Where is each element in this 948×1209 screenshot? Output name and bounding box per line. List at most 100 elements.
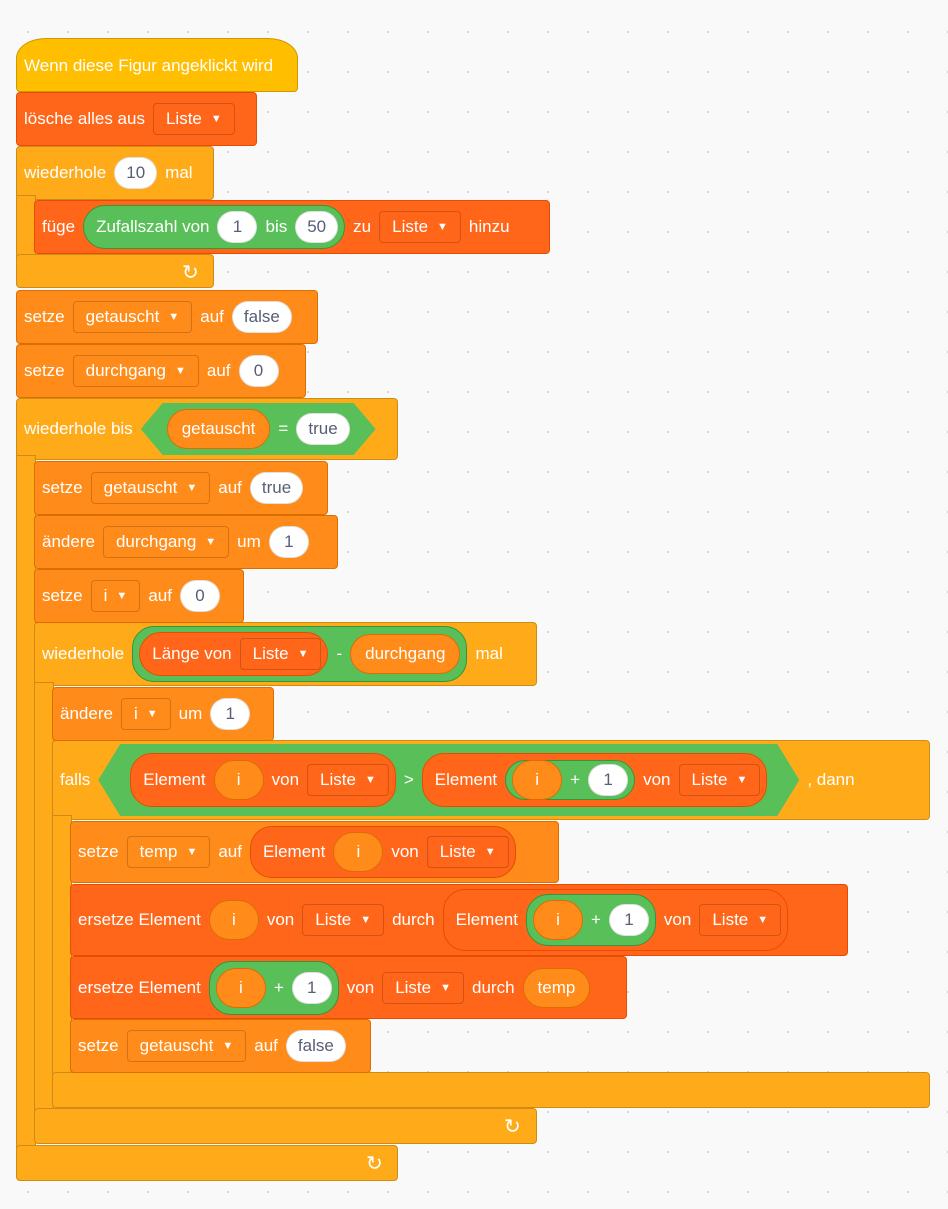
minus-operator: -: [336, 644, 343, 663]
value-input[interactable]: false: [231, 301, 292, 333]
equals-operator: =: [278, 419, 289, 438]
temp-reporter[interactable]: temp: [522, 967, 591, 1008]
delete-all-label: lösche alles aus: [24, 109, 145, 128]
variable-dropdown[interactable]: getauscht▼: [72, 301, 193, 333]
getauscht-reporter[interactable]: getauscht: [167, 409, 271, 449]
set-label: setze: [24, 361, 65, 380]
value-input[interactable]: 1: [210, 698, 251, 730]
if-label: falls: [60, 770, 91, 789]
list-dropdown[interactable]: Liste▼: [239, 638, 322, 670]
add-reporter[interactable]: i + 1: [505, 760, 635, 800]
durchgang-reporter[interactable]: durchgang: [350, 634, 461, 674]
value-input[interactable]: false: [285, 1030, 346, 1062]
i-reporter[interactable]: i: [208, 900, 259, 940]
variable-dropdown[interactable]: durchgang ▼: [102, 526, 230, 558]
variable-dropdown[interactable]: getauscht▼: [90, 472, 211, 504]
random-label: Zufallszahl von: [96, 217, 210, 236]
random-to-label: bis: [265, 217, 288, 236]
dropdown-arrow-icon: ▼: [210, 113, 222, 125]
value-input[interactable]: 1: [268, 526, 309, 558]
variable-dropdown[interactable]: i▼: [90, 580, 141, 612]
subtract-reporter[interactable]: Länge von Liste▼ - durchgang: [132, 626, 468, 682]
list-dropdown[interactable]: Liste ▼: [382, 971, 465, 1004]
repeat-length-content: wiederhole Länge von Liste▼ - durchgang …: [34, 622, 511, 686]
variable-dropdown[interactable]: getauscht▼: [126, 1030, 247, 1062]
item-label: Element: [143, 770, 206, 789]
event-hat-block[interactable]: [16, 38, 298, 92]
times-label: mal: [475, 644, 503, 663]
random-to-input[interactable]: 50: [295, 211, 339, 243]
i-reporter[interactable]: i: [214, 760, 264, 800]
number-input[interactable]: 1: [608, 904, 649, 936]
delete-all-content: lösche alles aus Liste ▼: [16, 92, 243, 146]
repeat-until-foot: [16, 1145, 398, 1181]
value-input[interactable]: 0: [238, 355, 279, 387]
variable-name: getauscht: [103, 478, 178, 497]
list-name: Liste: [165, 109, 202, 128]
set-label: setze: [78, 842, 119, 861]
of-label: von: [663, 910, 692, 929]
list-dropdown[interactable]: Liste▼: [679, 764, 761, 796]
variable-name: getauscht: [139, 1036, 214, 1055]
list-dropdown[interactable]: Liste▼: [302, 904, 385, 936]
list-name: Liste: [395, 977, 432, 997]
greater-than-condition[interactable]: Element i von Liste▼ > Element i + 1 von…: [98, 744, 799, 816]
repeat-length-arm: [34, 682, 54, 1112]
of-label: von: [266, 910, 295, 929]
variable-name: durchgang: [115, 532, 197, 551]
add-to-list-content: füge Zufallszahl von 1 bis 50 zu Liste▼ …: [34, 200, 518, 254]
number-input[interactable]: 1: [291, 971, 332, 1004]
to-label: auf: [218, 842, 242, 861]
value-input[interactable]: true: [249, 472, 304, 504]
add-label: füge: [42, 217, 76, 236]
if-content: falls Element i von Liste▼ > Element i +…: [52, 740, 863, 820]
list-dropdown[interactable]: Liste▼: [426, 836, 509, 868]
item-of-list-reporter[interactable]: Element i + 1 von Liste▼: [422, 753, 768, 807]
list-name: Liste: [252, 644, 289, 663]
plus-operator: +: [570, 770, 581, 789]
item-of-list-reporter[interactable]: Element i + 1 von Liste▼: [442, 889, 789, 951]
add-reporter[interactable]: i + 1: [525, 894, 656, 946]
add-reporter[interactable]: i + 1: [208, 960, 339, 1015]
to-label: auf: [200, 307, 224, 326]
value-input[interactable]: 0: [179, 580, 220, 612]
item-label: Element: [455, 910, 518, 929]
dropdown-arrow-icon: ▼: [437, 221, 448, 233]
random-from-input[interactable]: 1: [217, 211, 258, 243]
list-dropdown[interactable]: Liste ▼: [152, 103, 235, 135]
repeat-10-content: wiederhole 10 mal: [16, 146, 201, 200]
number-input[interactable]: 1: [588, 764, 628, 796]
set-label: setze: [42, 586, 83, 605]
dropdown-arrow-icon: ▼: [205, 536, 217, 548]
set-var-content: setze i▼ auf 0: [34, 569, 228, 623]
length-label: Länge von: [152, 644, 232, 663]
variable-dropdown[interactable]: temp▼: [126, 836, 211, 868]
list-dropdown[interactable]: Liste▼: [699, 904, 782, 936]
list-dropdown[interactable]: Liste▼: [307, 764, 389, 796]
greater-operator: >: [403, 770, 414, 789]
replace-item-content: ersetze Element i von Liste▼ durch Eleme…: [70, 884, 796, 956]
random-reporter[interactable]: Zufallszahl von 1 bis 50: [83, 205, 346, 249]
variable-dropdown[interactable]: i▼: [120, 698, 171, 730]
item-of-list-reporter[interactable]: Element i von Liste▼: [249, 826, 516, 878]
i-reporter[interactable]: i: [512, 760, 562, 800]
i-reporter[interactable]: i: [215, 967, 266, 1008]
variable-dropdown[interactable]: durchgang▼: [72, 355, 199, 387]
dropdown-arrow-icon: ▼: [440, 981, 452, 994]
i-reporter[interactable]: i: [333, 832, 384, 872]
length-of-list-reporter[interactable]: Länge von Liste▼: [139, 632, 329, 676]
list-name: Liste: [691, 770, 728, 789]
list-dropdown[interactable]: Liste▼: [379, 211, 461, 243]
item-of-list-reporter[interactable]: Element i von Liste▼: [130, 753, 396, 807]
then-label: , dann: [807, 770, 855, 789]
to-label: auf: [206, 361, 231, 380]
dropdown-arrow-icon: ▼: [116, 590, 128, 602]
plus-operator: +: [273, 977, 284, 997]
repeat-until-label: wiederhole bis: [24, 419, 133, 438]
variable-name: getauscht: [85, 307, 160, 326]
repeat-count-input[interactable]: 10: [114, 157, 158, 189]
dropdown-arrow-icon: ▼: [360, 914, 372, 926]
equals-condition[interactable]: getauscht = true: [141, 403, 376, 455]
i-reporter[interactable]: i: [532, 900, 583, 940]
compare-value-input[interactable]: true: [296, 413, 349, 445]
